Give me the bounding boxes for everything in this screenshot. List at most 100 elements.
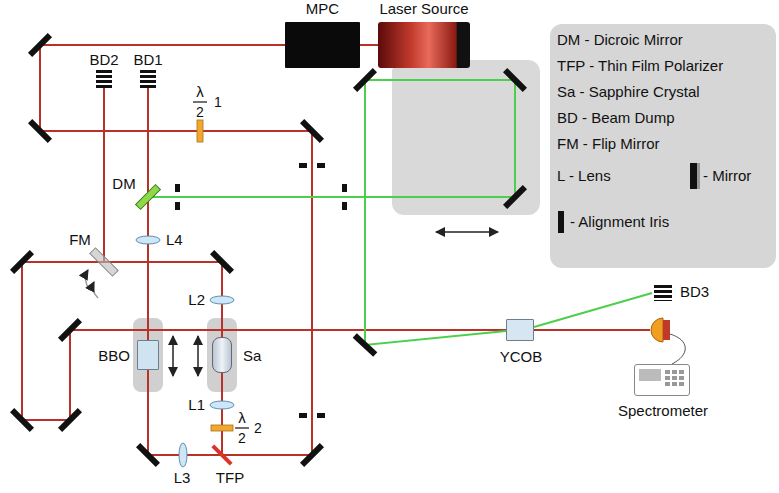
mirror bbox=[10, 250, 34, 274]
legend-entry: - Alignment Iris bbox=[570, 213, 669, 231]
beam-dump bbox=[654, 283, 672, 301]
legend-entry: - Mirror bbox=[703, 167, 751, 185]
lens-l2 bbox=[210, 296, 234, 304]
beam-connector bbox=[360, 44, 378, 46]
half-wave-plate bbox=[197, 120, 203, 142]
mirror bbox=[503, 185, 527, 209]
flip-arrow bbox=[93, 282, 98, 298]
iris bbox=[175, 184, 180, 192]
bbo-motion-arrow bbox=[172, 336, 174, 376]
green-beam-delay bbox=[148, 80, 515, 345]
red-beam-dump bbox=[103, 88, 105, 262]
iris bbox=[299, 413, 307, 418]
part-label: L2 bbox=[188, 291, 205, 309]
legend-entry: L - Lens bbox=[557, 167, 611, 185]
legend-panel bbox=[550, 24, 776, 268]
mirror bbox=[58, 408, 82, 432]
part-label: L4 bbox=[166, 231, 183, 249]
mirrors bbox=[10, 33, 527, 467]
part-label: L3 bbox=[174, 469, 191, 487]
lens-l3 bbox=[179, 443, 187, 467]
mirror bbox=[353, 333, 378, 356]
legend-entry: FM - Flip Mirror bbox=[557, 135, 659, 153]
bbo-crystal: BBO bbox=[137, 340, 159, 370]
mirror bbox=[10, 408, 34, 432]
spectrometer-key bbox=[672, 370, 677, 374]
part-label: λ bbox=[196, 83, 204, 101]
red-beam-probe bbox=[22, 262, 650, 455]
legend-entry: TFP - Thin Film Polarizer bbox=[557, 57, 723, 75]
red-beam-main bbox=[40, 45, 312, 455]
spectrometer-key bbox=[665, 376, 670, 380]
mirror bbox=[28, 119, 52, 143]
fraction-bar bbox=[235, 427, 249, 428]
iris bbox=[317, 163, 325, 168]
sa-motion-arrow bbox=[197, 336, 199, 376]
spectrometer-key bbox=[672, 376, 677, 380]
part-label: FM bbox=[69, 231, 91, 249]
mirror bbox=[28, 33, 52, 57]
ycob-crystal: YCOB bbox=[506, 319, 534, 341]
mirror bbox=[300, 443, 324, 467]
irises bbox=[175, 163, 347, 418]
part-label: BD2 bbox=[89, 51, 118, 69]
lenses bbox=[136, 236, 234, 467]
mirror bbox=[210, 250, 234, 274]
mirror bbox=[300, 119, 324, 143]
mirror bbox=[136, 443, 160, 467]
stage-motion-arrow bbox=[436, 231, 498, 233]
spectrometer-key bbox=[665, 382, 670, 386]
legend-entry: DM - Dicroic Mirror bbox=[557, 31, 683, 49]
dichroic-mirror bbox=[136, 185, 161, 210]
lens-l4 bbox=[136, 236, 160, 244]
mirror bbox=[353, 68, 377, 92]
spectrometer-screen bbox=[639, 369, 661, 381]
sapphire-crystal: Sa bbox=[212, 337, 232, 373]
fraction-bar bbox=[193, 101, 207, 102]
spectrometer-key bbox=[672, 382, 677, 386]
iris bbox=[299, 163, 307, 168]
iris bbox=[175, 202, 180, 210]
legend-entry: Sa - Sapphire Crystal bbox=[557, 83, 700, 101]
red-beam bbox=[22, 45, 650, 455]
half-wave-plate bbox=[211, 425, 233, 431]
node-label: Sa bbox=[243, 347, 261, 365]
legend-mirror-icon bbox=[690, 163, 697, 189]
part-label: 2 bbox=[238, 429, 246, 447]
beam-dump bbox=[140, 70, 156, 88]
legend-mirror-back bbox=[697, 163, 700, 189]
beam-dump bbox=[96, 70, 112, 88]
mirror bbox=[503, 68, 527, 92]
node-label: BBO bbox=[98, 347, 130, 365]
part-label: DM bbox=[112, 175, 135, 193]
part-label: 2 bbox=[196, 103, 204, 121]
part-label: BD3 bbox=[680, 283, 709, 301]
spectrometer-key bbox=[679, 370, 684, 374]
iris bbox=[342, 184, 347, 192]
green-beam-dump bbox=[534, 293, 652, 327]
laser-source-box: Laser Source bbox=[378, 22, 470, 68]
detector-body bbox=[663, 320, 670, 340]
legend-entry: BD - Beam Dump bbox=[557, 109, 675, 127]
legend-iris-icon bbox=[558, 211, 564, 233]
flip-mirror bbox=[90, 248, 118, 276]
part-label: 2 bbox=[254, 419, 262, 437]
thin-film-polarizer bbox=[211, 444, 232, 465]
iris bbox=[342, 202, 347, 210]
spectrometer-icon: Spectrometer bbox=[634, 364, 690, 396]
lens-l1 bbox=[210, 401, 234, 409]
spectrometer-key bbox=[679, 376, 684, 380]
part-label: λ bbox=[238, 409, 246, 427]
mirror bbox=[58, 318, 82, 342]
node-label: MPC bbox=[306, 0, 339, 18]
spectrometer-keys bbox=[665, 370, 684, 386]
part-label: BD1 bbox=[133, 51, 162, 69]
detector-cable bbox=[670, 334, 685, 364]
node-label: YCOB bbox=[500, 348, 543, 366]
node-label: Laser Source bbox=[379, 0, 468, 18]
part-label: 1 bbox=[214, 93, 222, 111]
flip-arrow bbox=[85, 270, 90, 290]
part-label: L1 bbox=[188, 396, 205, 414]
spectrometer-key bbox=[665, 370, 670, 374]
